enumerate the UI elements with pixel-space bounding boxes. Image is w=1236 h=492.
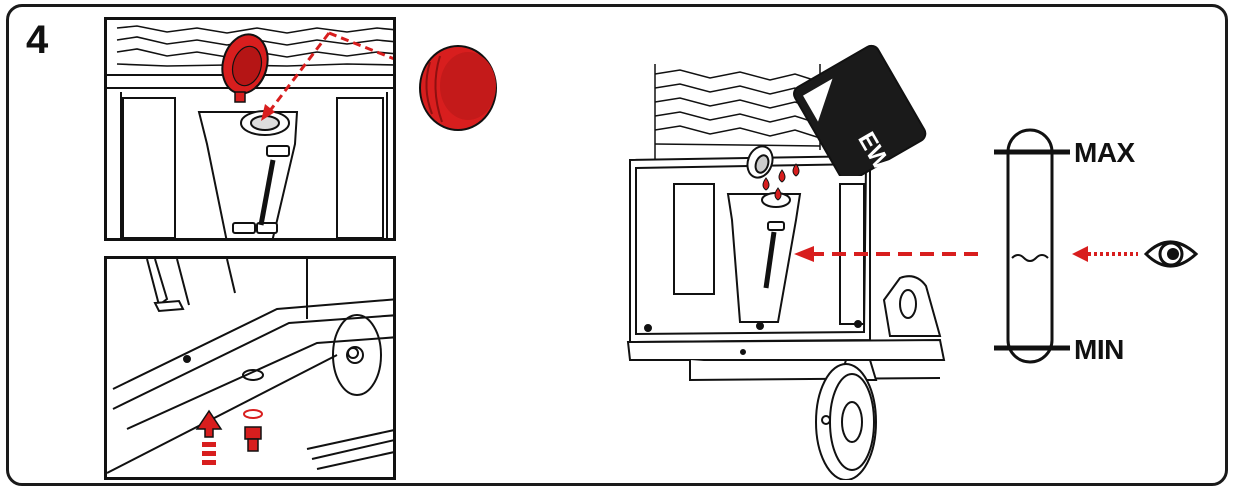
level-gauge — [992, 126, 1072, 366]
panel-open-cap — [104, 17, 396, 241]
view-arrow-head — [1072, 246, 1088, 262]
red-plug-icon — [408, 42, 508, 132]
lifting-eye — [884, 276, 940, 336]
min-label: MIN — [1074, 334, 1124, 366]
panel-drain-drawing — [107, 259, 396, 480]
step-number: 4 — [26, 18, 48, 63]
insert-arrow — [261, 33, 396, 121]
eye-icon — [1146, 242, 1196, 266]
panel-open-cap-drawing — [107, 20, 396, 241]
up-arrow-icon — [197, 411, 221, 465]
panel-drain-plug — [104, 256, 396, 480]
red-cap-icon — [216, 29, 274, 102]
drain-plug-icon — [244, 410, 262, 451]
canister-icon: EWM — [786, 36, 936, 176]
eye-view-indicator — [1064, 224, 1204, 284]
max-label: MAX — [1074, 137, 1135, 169]
coolant-tank — [199, 111, 297, 241]
